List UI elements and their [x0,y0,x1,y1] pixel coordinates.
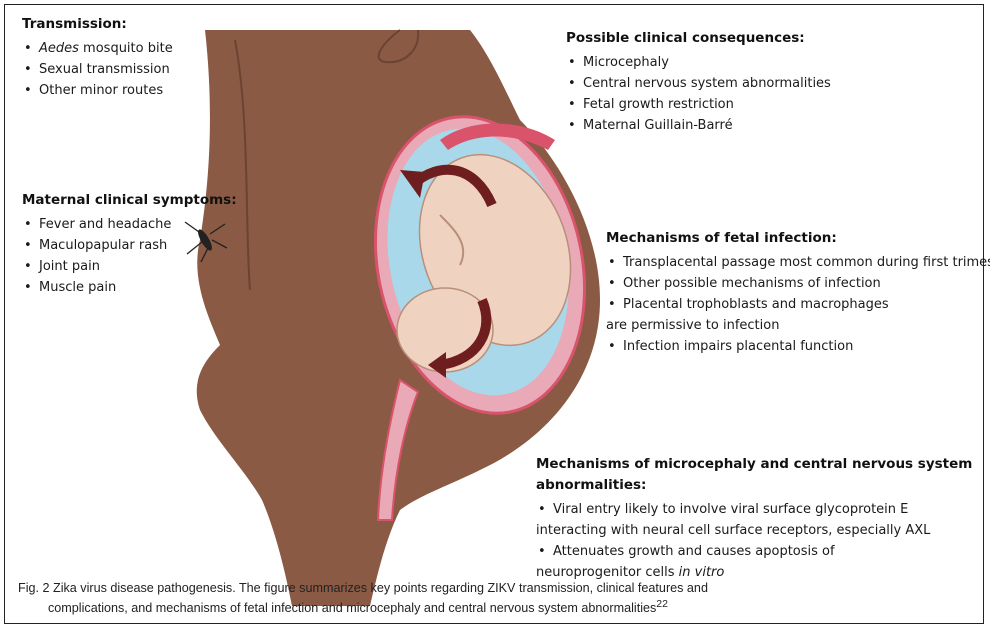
symptom-item: Fever and headache [22,214,237,235]
fetal-infection-item: Other possible mechanisms of infection [606,273,990,294]
fetal-infection-continuation: are permissive to infection [606,315,990,336]
microcephaly-title: Mechanisms of microcephaly and central n… [536,454,990,496]
consequence-item: Maternal Guillain-Barré [566,115,831,136]
symptom-item: Joint pain [22,256,237,277]
consequence-item: Fetal growth restriction [566,94,831,115]
caption-line-1: Fig. 2 Zika virus disease pathogenesis. … [18,581,708,595]
symptom-item: Muscle pain [22,277,237,298]
transmission-block: Transmission: Aedes mosquito bite Sexual… [22,14,173,101]
symptoms-title: Maternal clinical symptoms: [22,190,237,211]
figure-caption: Fig. 2 Zika virus disease pathogenesis. … [18,580,978,616]
symptoms-block: Maternal clinical symptoms: Fever and he… [22,190,237,298]
consequences-title: Possible clinical consequences: [566,28,831,49]
consequence-item: Microcephaly [566,52,831,73]
microcephaly-item: Viral entry likely to involve viral surf… [536,499,990,520]
fetal-infection-item: Transplacental passage most common durin… [606,252,990,273]
consequence-item: Central nervous system abnormalities [566,73,831,94]
fetal-infection-block: Mechanisms of fetal infection: Transplac… [606,228,990,357]
microcephaly-block: Mechanisms of microcephaly and central n… [536,454,990,583]
microcephaly-item: Attenuates growth and causes apoptosis o… [536,541,990,562]
transmission-title: Transmission: [22,14,173,35]
transmission-item: Aedes mosquito bite [22,38,173,59]
fetal-infection-item: Placental trophoblasts and macrophages [606,294,990,315]
fetal-infection-title: Mechanisms of fetal infection: [606,228,990,249]
fetal-infection-item: Infection impairs placental function [606,336,990,357]
transmission-item: Sexual transmission [22,59,173,80]
caption-line-2: complications, and mechanisms of fetal i… [18,596,978,616]
consequences-block: Possible clinical consequences: Microcep… [566,28,831,136]
symptom-item: Maculopapular rash [22,235,237,256]
caption-reference: 22 [656,598,668,610]
transmission-item: Other minor routes [22,80,173,101]
microcephaly-item-continuation: interacting with neural cell surface rec… [536,520,990,541]
